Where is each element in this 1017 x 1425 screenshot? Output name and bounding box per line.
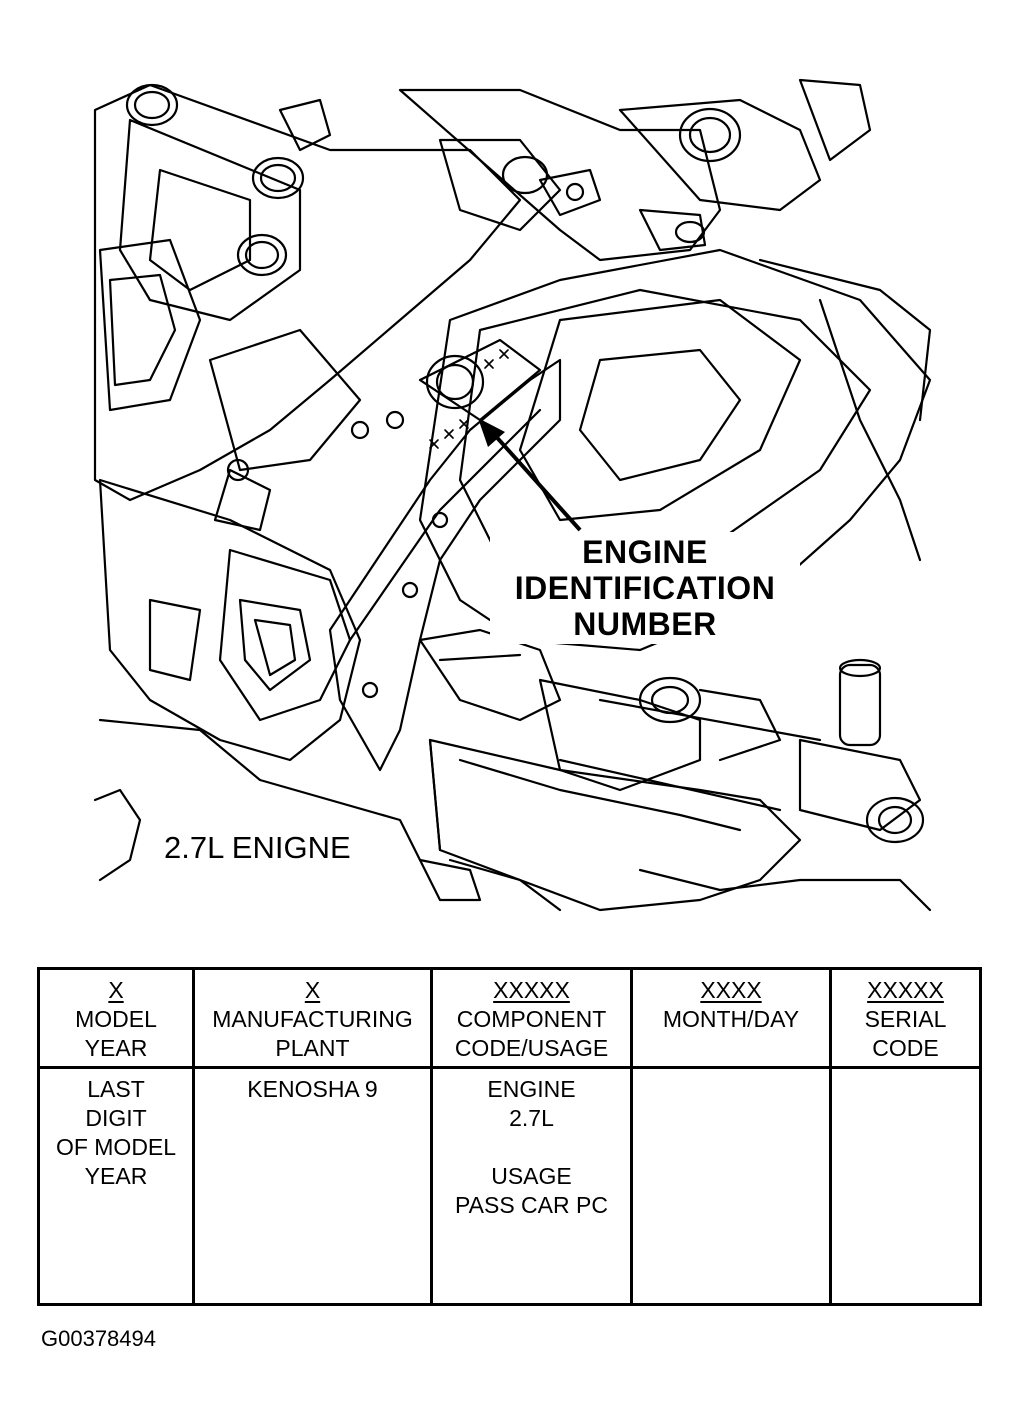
header-label: COMPONENT [456, 1006, 607, 1032]
engine-id-table: X MODEL YEAR X MANUFACTURING PLANT XXXXX… [37, 967, 982, 1306]
header-manufacturing-plant: X MANUFACTURING PLANT [192, 967, 433, 1069]
cell-line: PASS CAR PC [455, 1192, 608, 1218]
cell-line: ENGINE [487, 1076, 576, 1102]
engine-illustration [93, 78, 932, 912]
plenum [398, 78, 872, 262]
callout-line-2: IDENTIFICATION [514, 570, 776, 606]
header-code: XXXXX [493, 977, 570, 1003]
cell-component: ENGINE 2.7L USAGE PASS CAR PC [430, 1066, 633, 1306]
callout-line-3: NUMBER [573, 606, 717, 642]
header-code: X [108, 977, 124, 1003]
cell-line: OF MODEL [55, 1134, 177, 1160]
table-header-row: X MODEL YEAR X MANUFACTURING PLANT XXXXX… [37, 967, 982, 1069]
manifold-body [350, 248, 932, 652]
cell-line: KENOSHA 9 [247, 1076, 378, 1102]
header-label: SERIAL [864, 1006, 947, 1032]
cell-spacer [435, 1133, 628, 1162]
header-component-code: XXXXX COMPONENT CODE/USAGE [430, 967, 633, 1069]
cell-model-year: LAST DIGIT OF MODEL YEAR [37, 1066, 195, 1306]
header-label: MANUFACTURING [212, 1006, 413, 1032]
cell-line: YEAR [84, 1163, 148, 1189]
header-label: CODE/USAGE [454, 1035, 609, 1061]
lower-block [93, 478, 422, 882]
cell-serial-code [829, 1066, 982, 1306]
header-label: PLANT [275, 1035, 350, 1061]
header-model-year: X MODEL YEAR [37, 967, 195, 1069]
cell-line: LAST [87, 1076, 145, 1102]
engine-id-callout: ENGINE IDENTIFICATION NUMBER [490, 532, 800, 644]
table-value-row: LAST DIGIT OF MODEL YEAR KENOSHA 9 ENGIN… [37, 1066, 982, 1306]
intake-runners [93, 83, 522, 532]
header-serial-code: XXXXX SERIAL CODE [829, 967, 982, 1069]
header-label: MODEL [75, 1006, 157, 1032]
engine-caption: 2.7L ENIGNE [160, 830, 355, 866]
cell-line: DIGIT [85, 1105, 147, 1131]
callout-line-1: ENGINE [582, 534, 708, 570]
header-code: XXXXX [867, 977, 944, 1003]
head-flange [328, 358, 562, 772]
header-label: MONTH/DAY [662, 1006, 800, 1032]
bottom-plate [418, 738, 932, 912]
header-code: X [304, 977, 321, 1003]
callout-arrow [478, 418, 582, 532]
right-components [418, 628, 925, 844]
figure-id: G00378494 [41, 1326, 156, 1351]
header-code: XXXX [700, 977, 762, 1003]
cell-line: 2.7L [509, 1105, 554, 1131]
cell-line: USAGE [491, 1163, 572, 1189]
cell-plant: KENOSHA 9 [192, 1066, 433, 1306]
id-stamp-marks [429, 349, 509, 449]
cell-month-day [630, 1066, 832, 1306]
header-label: YEAR [84, 1035, 148, 1061]
header-month-day: XXXX MONTH/DAY [630, 967, 832, 1069]
header-label: CODE [872, 1035, 939, 1061]
